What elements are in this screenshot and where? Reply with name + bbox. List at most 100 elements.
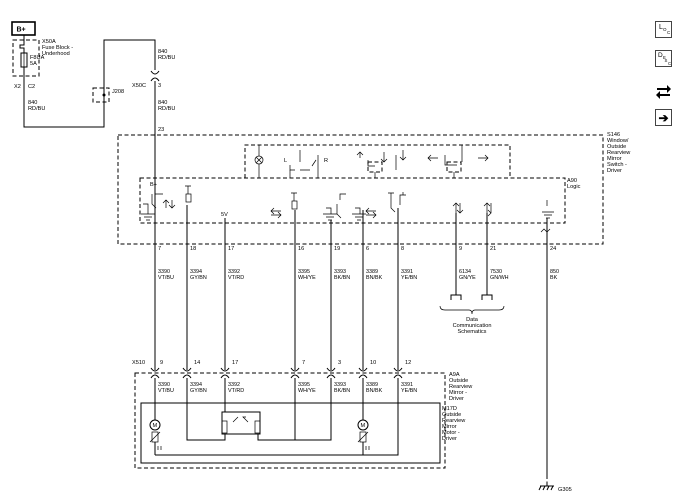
svg-text:WH/YE: WH/YE [298,275,316,281]
pin-top: 8 [401,246,404,252]
svg-text:GY/BN: GY/BN [190,388,207,394]
fuse-pin-x2: X2 [14,84,21,90]
svg-text:10: 10 [370,360,376,366]
svg-text:Outside: Outside [449,378,468,384]
pin-top: 7 [158,246,161,252]
svg-text:BN/BK: BN/BK [366,275,383,281]
svg-text:YE/BN: YE/BN [401,275,417,281]
svg-text:Switch -: Switch - [607,162,627,168]
left-feed-circuit: 840 [28,100,37,106]
motor-id: M17D [442,406,457,412]
x50c-label: X50C [132,83,146,89]
svg-text:3393: 3393 [334,269,346,275]
fuse-pin-c2: C2 [28,84,35,90]
svg-text:GN/WH: GN/WH [490,275,509,281]
selector-left-label: L [284,158,287,164]
switch-pin-23: 23 [158,127,164,133]
data-comm-label-1: Data [466,317,479,323]
pin-top: 16 [298,246,304,252]
svg-text:WH/YE: WH/YE [298,388,316,394]
harness-wires [154,200,548,475]
j208-splice-outline [92,87,110,103]
switch-s146-outline [117,134,604,245]
desc-icon[interactable]: D E S C [655,50,672,67]
svg-text:14: 14 [194,360,200,366]
svg-text:VT/BU: VT/BU [158,275,174,281]
pin-top: 6 [366,246,369,252]
fuse-rating: 5A [30,61,37,67]
svg-text:Mirror -: Mirror - [449,390,467,396]
svg-text:3: 3 [338,360,341,366]
svg-text:3393: 3393 [334,382,346,388]
svg-text:850: 850 [550,269,559,275]
svg-text:Driver: Driver [449,396,464,402]
svg-text:VT/BU: VT/BU [158,388,174,394]
data-comm-label-3: Schematics [458,329,487,335]
svg-text:Rearview: Rearview [449,384,473,390]
svg-text:3395: 3395 [298,382,310,388]
top-pin-labels: 7 18 17 16 19 6 8 9 21 24 [158,246,556,252]
svg-text:9: 9 [160,360,163,366]
svg-text:Mirror: Mirror [607,156,622,162]
svg-text:3389: 3389 [366,382,378,388]
svg-text:YE/BN: YE/BN [401,388,417,394]
svg-text:3395: 3395 [298,269,310,275]
power-label: B+ [17,26,26,33]
svg-text:3394: 3394 [190,269,202,275]
svg-text:6134: 6134 [459,269,471,275]
fuse-block-id: X50A [42,39,56,45]
x510-connector-symbols [150,367,403,379]
svg-text:12: 12 [405,360,411,366]
pin-top: 17 [228,246,234,252]
svg-text:3392: 3392 [228,269,240,275]
connector-pinout-icon[interactable] [655,83,672,100]
left-feed-color: RD/BU [28,106,45,112]
pin-top: 18 [190,246,196,252]
svg-text:3390: 3390 [158,382,170,388]
pin-top: 19 [334,246,340,252]
mirror-id: A9A [449,372,460,378]
svg-text:BN/BK: BN/BK [366,388,383,394]
svg-text:3394: 3394 [190,382,202,388]
mid-feed-circuit: 840 [158,100,167,106]
ground-g305-icon [538,462,554,491]
pin-top: 24 [550,246,556,252]
switch-panel-outline [244,144,511,178]
pin-top: 9 [459,246,462,252]
svg-text:Driver: Driver [607,168,622,174]
svg-text:7530: 7530 [490,269,502,275]
mirror-a9a-outline [134,372,446,469]
svg-text:3392: 3392 [228,382,240,388]
bplus-internal: B+ [150,182,157,188]
svg-text:VT/RD: VT/RD [228,388,244,394]
ground-id: G305 [558,487,572,493]
x510-label: X510 [132,360,145,366]
logic-id: A90 [567,178,577,184]
svg-text:BK/BN: BK/BN [334,388,350,394]
top-feed-circuit: 840 [158,49,167,55]
svg-text:Rearview: Rearview [442,418,466,424]
svg-text:Window/: Window/ [607,138,629,144]
logic-a90-outline [139,177,566,224]
svg-text:7: 7 [302,360,305,366]
fuse-block-outline [12,39,40,77]
svg-text:GN/YE: GN/YE [459,275,476,281]
svg-text:Rearview: Rearview [607,150,631,156]
fuse-block-desc-1: Fuse Block - [42,45,73,51]
logic-desc: Logic [567,184,581,190]
selector-right-label: R [324,158,328,164]
mid-feed-color: RD/BU [158,106,175,112]
j208-label: J208 [112,89,124,95]
next-arrow-icon[interactable]: ➔ [655,109,672,126]
top-feed-color: RD/BU [158,55,175,61]
svg-text:Driver: Driver [442,436,457,442]
svg-text:3391: 3391 [401,269,413,275]
data-comm-bracket [439,294,505,315]
loc-icon[interactable]: L O C [655,21,672,38]
fuse-id: F8UA [30,55,45,61]
svg-text:BK/BN: BK/BN [334,275,350,281]
motor-m17d-box [140,402,441,464]
